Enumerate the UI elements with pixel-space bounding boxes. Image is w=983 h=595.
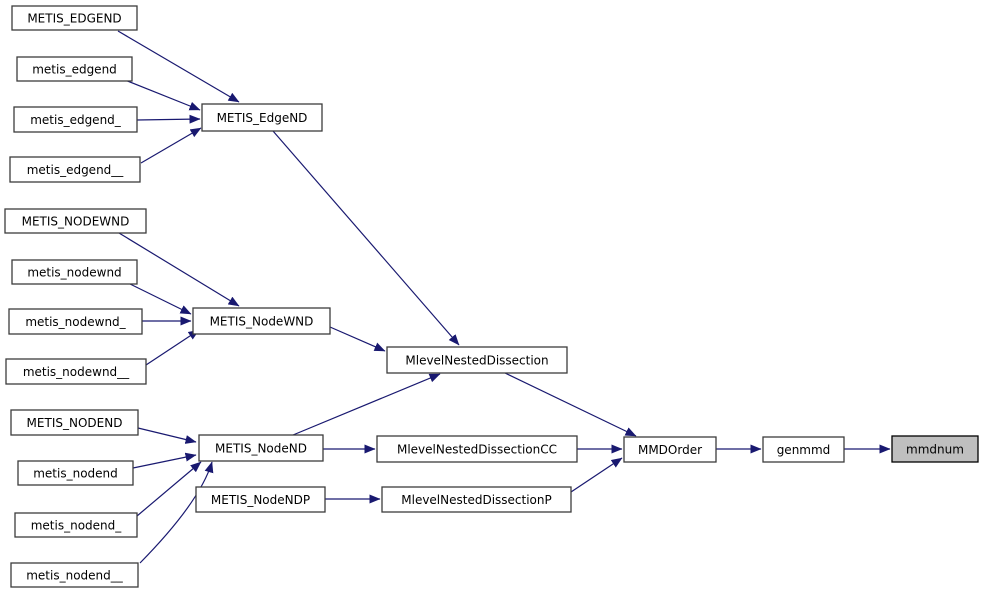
node-box[interactable] [762, 436, 845, 463]
edge-metis_edgend__-to-METIS_EdgeND [140, 127, 202, 164]
node-mmdnum: mmdnum [891, 435, 979, 463]
node-metis_nodewnd[interactable]: metis_nodewnd [11, 259, 138, 285]
edge-METIS_EDGEND-to-METIS_EdgeND [117, 30, 240, 103]
edge-METIS_NodeWND-to-MlevelNestedDissection [329, 326, 386, 352]
node-METIS_NODEWND[interactable]: METIS_NODEWND [4, 208, 147, 234]
node-metis_edgend[interactable]: metis_edgend [16, 56, 133, 82]
node-metis_nodewnd_[interactable]: metis_nodewnd_ [8, 308, 143, 335]
edge-metis_nodend__-to-METIS_NodeND [139, 461, 214, 564]
node-label: METIS_NODEWND [22, 214, 130, 228]
node-MlevelNestedDissection[interactable]: MlevelNestedDissection [386, 346, 568, 374]
node-METIS_NODEND[interactable]: METIS_NODEND [10, 409, 139, 436]
edge-METIS_NODEND-to-METIS_NodeND [137, 427, 197, 444]
node-box[interactable] [4, 208, 147, 234]
node-box[interactable] [195, 486, 326, 513]
edge-METIS_NodeND-to-MlevelNestedDissection [292, 373, 441, 436]
node-label: genmmd [777, 443, 831, 457]
node-box[interactable] [201, 103, 323, 132]
node-box[interactable] [13, 106, 138, 133]
node-metis_nodend__[interactable]: metis_nodend__ [10, 562, 139, 588]
node-box[interactable] [381, 486, 572, 513]
node-metis_nodewnd__[interactable]: metis_nodewnd__ [5, 358, 147, 385]
node-box[interactable] [10, 409, 139, 436]
node-box[interactable] [9, 156, 141, 183]
node-metis_edgend__[interactable]: metis_edgend__ [9, 156, 141, 183]
node-box[interactable] [376, 435, 578, 463]
node-MlevelNestedDissectionP[interactable]: MlevelNestedDissectionP [381, 486, 572, 513]
edge-metis_nodend_-to-METIS_NodeND [136, 461, 202, 517]
node-box[interactable] [623, 436, 717, 463]
node-box [891, 435, 979, 463]
node-box[interactable] [386, 346, 568, 374]
node-label: METIS_EDGEND [27, 11, 121, 25]
node-box[interactable] [11, 259, 138, 285]
node-label: METIS_NODEND [27, 416, 123, 430]
node-genmmd[interactable]: genmmd [762, 436, 845, 463]
edge-METIS_NODEWND-to-METIS_NodeWND [118, 232, 240, 307]
edge-metis_nodend-to-METIS_NodeND [132, 452, 197, 469]
node-MlevelNestedDissectionCC[interactable]: MlevelNestedDissectionCC [376, 435, 578, 463]
node-label: metis_nodewnd__ [23, 365, 130, 379]
edge-metis_nodewnd__-to-METIS_NodeWND [145, 329, 200, 366]
node-box[interactable] [5, 358, 147, 385]
node-label: metis_nodewnd_ [25, 315, 126, 329]
node-label: METIS_NodeWND [210, 314, 314, 328]
node-box[interactable] [8, 308, 143, 335]
node-box[interactable] [14, 512, 138, 538]
edge-metis_edgend_-to-METIS_EdgeND [136, 114, 201, 124]
node-label: metis_edgend_ [30, 113, 122, 127]
node-label: MlevelNestedDissection [405, 353, 548, 367]
node-label: metis_nodend [33, 466, 118, 480]
node-label: MlevelNestedDissectionCC [397, 442, 557, 456]
node-METIS_NodeND[interactable]: METIS_NodeND [198, 434, 324, 462]
node-label: mmdnum [906, 442, 964, 456]
node-metis_nodend[interactable]: metis_nodend [17, 460, 134, 486]
node-box[interactable] [198, 434, 324, 462]
node-METIS_EDGEND[interactable]: METIS_EDGEND [11, 5, 138, 31]
node-label: metis_edgend__ [27, 163, 125, 177]
node-label: METIS_NodeNDP [211, 493, 310, 507]
node-box[interactable] [192, 307, 331, 335]
node-box[interactable] [17, 460, 134, 486]
edge-metis_nodewnd-to-METIS_NodeWND [125, 281, 192, 315]
node-label: METIS_EdgeND [217, 111, 308, 125]
node-metis_edgend_[interactable]: metis_edgend_ [13, 106, 138, 133]
edge-MlevelNestedDissection-to-MMDOrder [504, 372, 637, 437]
node-label: MMDOrder [638, 443, 702, 457]
node-label: metis_edgend [32, 62, 117, 76]
edge-METIS_EdgeND-to-MlevelNestedDissection [272, 130, 460, 346]
edge-metis_edgend-to-METIS_EdgeND [124, 79, 201, 111]
edge-MlevelNestedDissectionP-to-MMDOrder [570, 457, 623, 493]
node-METIS_NodeNDP[interactable]: METIS_NodeNDP [195, 486, 326, 513]
node-label: metis_nodend__ [26, 568, 124, 582]
node-METIS_NodeWND[interactable]: METIS_NodeWND [192, 307, 331, 335]
node-MMDOrder[interactable]: MMDOrder [623, 436, 717, 463]
node-label: metis_nodewnd [27, 265, 121, 279]
node-box[interactable] [16, 56, 133, 82]
node-label: metis_nodend_ [31, 518, 123, 532]
node-label: METIS_NodeND [215, 441, 307, 455]
node-box[interactable] [10, 562, 139, 588]
node-metis_nodend_[interactable]: metis_nodend_ [14, 512, 138, 538]
node-box[interactable] [11, 5, 138, 31]
node-label: MlevelNestedDissectionP [401, 493, 552, 507]
node-METIS_EdgeND[interactable]: METIS_EdgeND [201, 103, 323, 132]
